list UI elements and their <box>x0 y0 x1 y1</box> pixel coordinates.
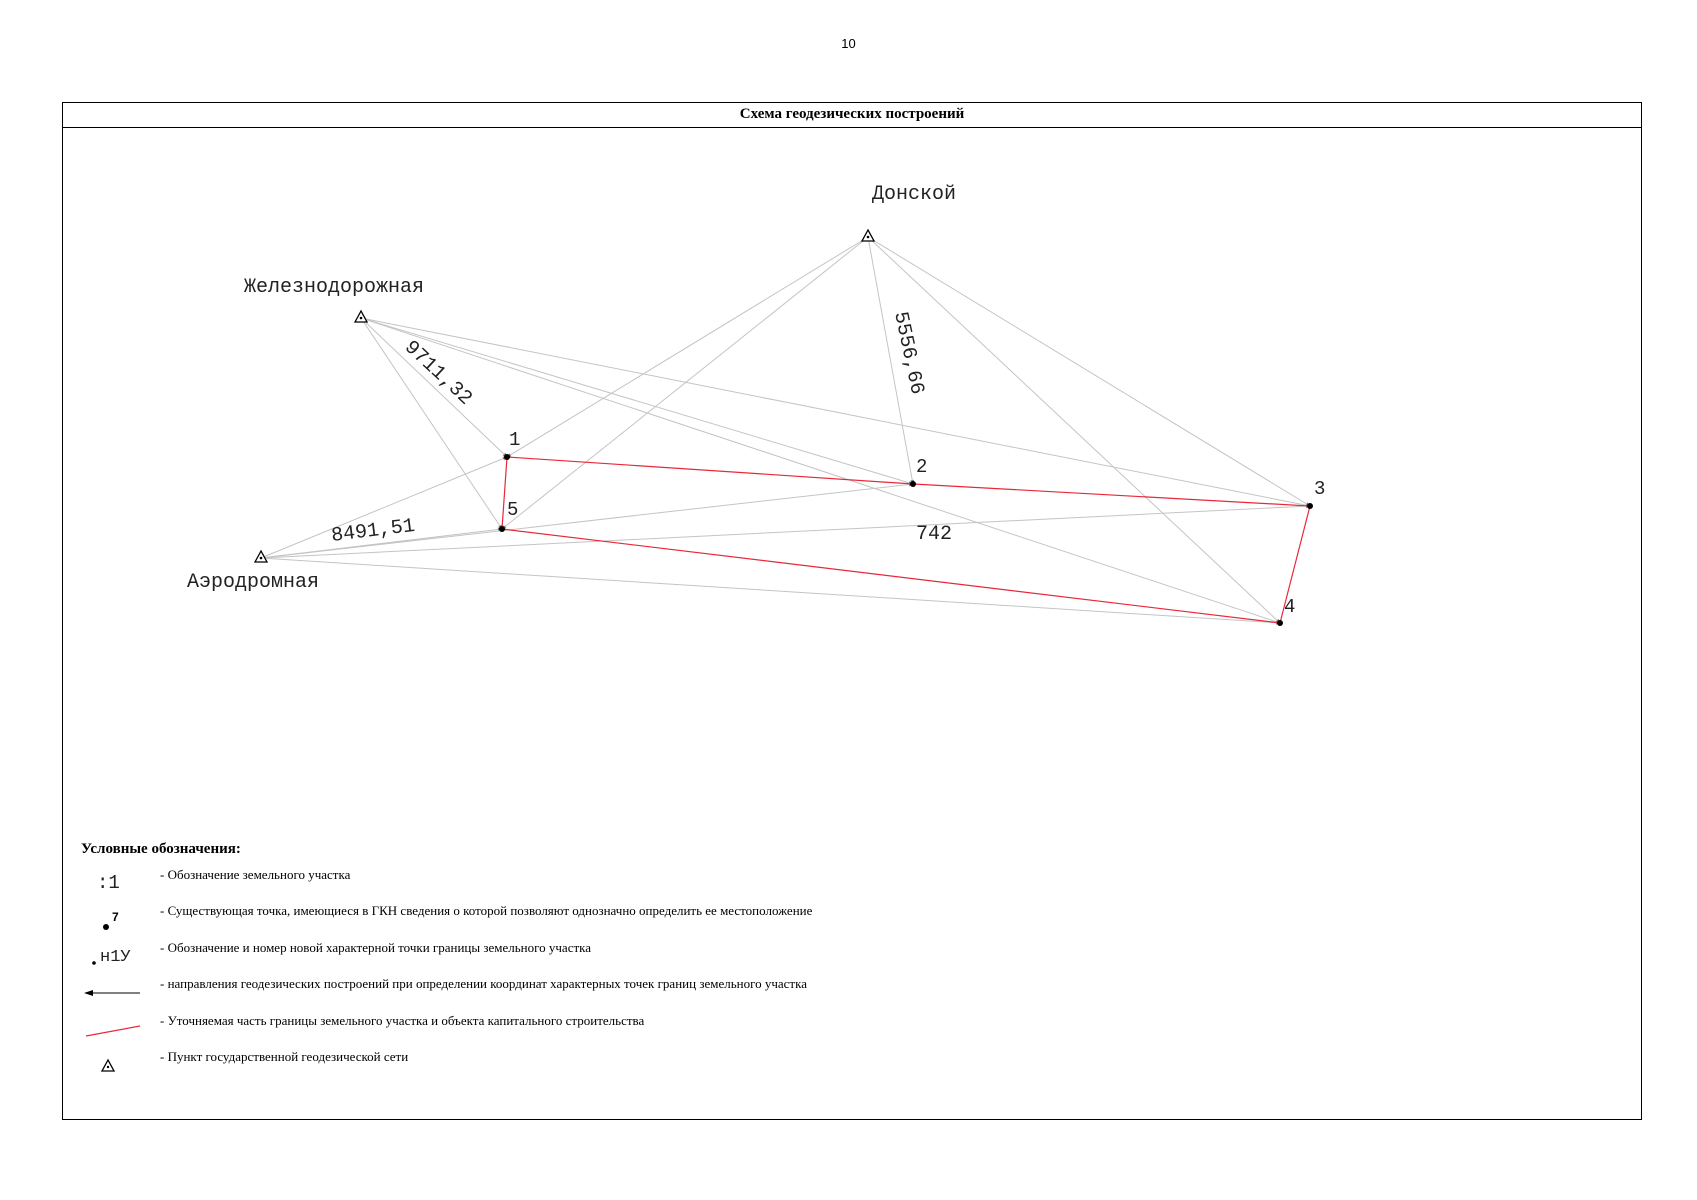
survey-line-zh-2 <box>360 317 914 485</box>
legend-item-parcel: - Обозначение земельного участка <box>160 867 351 882</box>
page-number: 10 <box>841 36 856 51</box>
point-3-marker <box>1307 503 1313 509</box>
legend-item-directions: - направления геодезических построений п… <box>160 976 808 991</box>
survey-line-a-1 <box>260 456 508 559</box>
station-aerodromnaya-triangle-icon <box>253 549 269 563</box>
survey-line-d-1 <box>506 236 869 458</box>
station-donskoy-label: Донской <box>872 183 956 206</box>
point-2-marker <box>910 481 916 487</box>
legend-existing-point-number: 7 <box>112 910 119 924</box>
legend-item-new-point: - Обозначение и номер новой характерной … <box>160 940 592 955</box>
point-4-marker <box>1277 620 1283 626</box>
legend-parcel-symbol: :1 <box>97 872 120 894</box>
drawing-frame <box>62 102 1642 1120</box>
survey-line-zh-3 <box>360 317 1311 508</box>
legend-new-point-icon <box>92 961 96 965</box>
legend-boundary-line-icon <box>85 1025 141 1037</box>
point-1-label: 1 <box>509 429 520 451</box>
point-4-label: 4 <box>1284 596 1295 618</box>
legend-item-existing-point: - Существующая точка, имеющиеся в ГКН св… <box>160 903 813 918</box>
legend-item-station: - Пункт государственной геодезической се… <box>160 1049 409 1064</box>
survey-line-zh-1 <box>360 317 508 458</box>
legend-existing-point-icon <box>103 924 109 930</box>
survey-line-a-4 <box>260 557 1281 625</box>
survey-line-zh-4 <box>360 317 1281 624</box>
point-3-label: 3 <box>1314 478 1325 500</box>
station-donskoy-triangle-icon <box>860 228 876 242</box>
legend-station-triangle-icon <box>100 1058 116 1072</box>
survey-lines <box>260 236 1311 625</box>
boundary-points <box>499 454 1313 626</box>
legend-arrow-head-icon <box>84 990 93 996</box>
station-aerodromnaya-label: Аэродромная <box>187 571 319 594</box>
network-stations <box>253 228 876 563</box>
point-5-marker <box>499 526 505 532</box>
survey-line-a-3 <box>260 504 1311 559</box>
point-2-label: 2 <box>916 456 927 478</box>
station-zheleznodorozhnaya-label: Железнодорожная <box>244 276 424 299</box>
distance-label-d-2: 5556,66 <box>888 310 928 397</box>
survey-line-a-2 <box>260 482 914 559</box>
scheme-title: Схема геодезических построений <box>62 102 1642 128</box>
point-5-label: 5 <box>507 499 518 521</box>
survey-line-d-3 <box>867 236 1311 507</box>
survey-line-d-2 <box>867 236 915 485</box>
survey-line-zh-5 <box>360 317 503 530</box>
distance-label-a-3: 742 <box>916 523 952 546</box>
parcel-boundary <box>501 456 1311 624</box>
legend-symbols: :1 7 н1У <box>84 872 141 1072</box>
survey-line-d-4 <box>867 236 1281 624</box>
legend-item-boundary: - Уточняемая часть границы земельного уч… <box>160 1013 645 1028</box>
survey-line-d-5 <box>501 236 869 530</box>
legend-title: Условные обозначения: <box>81 841 241 857</box>
distance-label-a-5: 8491,51 <box>330 515 416 548</box>
station-zheleznodorozhnaya-triangle-icon <box>353 309 369 323</box>
distance-label-zh-1: 9711,32 <box>399 336 476 410</box>
point-1-marker <box>504 454 510 460</box>
legend-new-point-label: н1У <box>100 948 131 967</box>
